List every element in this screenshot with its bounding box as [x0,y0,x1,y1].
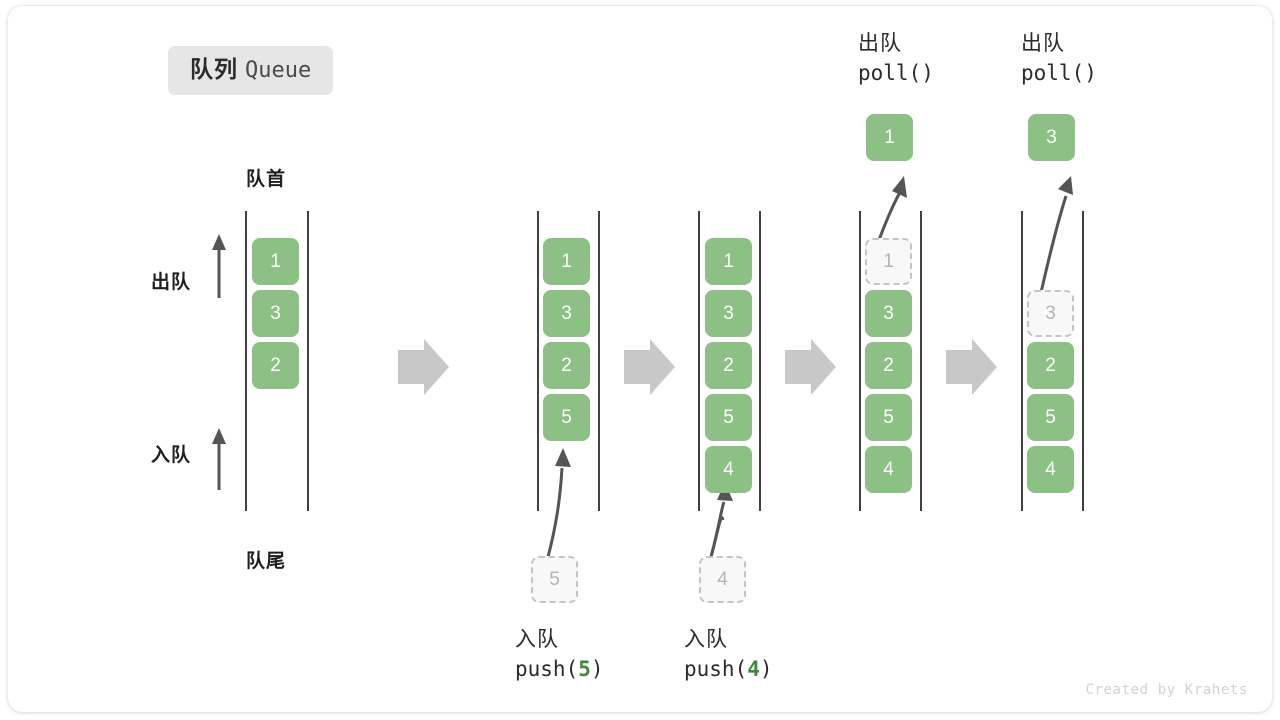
queue-item: 3 [705,290,752,337]
poll-3-arrow-head [1058,176,1073,195]
ghost-box: 4 [699,556,746,603]
rail-right [1082,211,1084,511]
caption-code: push(5) [515,655,604,684]
queue-item: 2 [543,342,590,389]
ghost-box: 3 [1027,290,1074,337]
queue-item: 2 [252,342,299,389]
queue-item: 4 [865,446,912,493]
dequeue-direction-arrow-head [212,234,226,250]
step-arrow-1 [398,339,449,395]
poll-1-arrow-head [892,176,907,198]
rear-label: 队尾 [246,551,287,572]
caption-cn: 出队 [1021,32,1065,55]
caption-code: poll() [1021,59,1097,88]
queue-item: 1 [705,238,752,285]
enqueue-label: 入队 [151,445,192,466]
queue-item: 1 [543,238,590,285]
queue-item: 1 [252,238,299,285]
caption-code-suffix: ) [921,60,934,85]
diagram-layer: 队列 Queue [8,6,1272,712]
queue-item: 5 [1027,394,1074,441]
caption-code-suffix: ) [1084,60,1097,85]
caption-code-suffix: ) [590,656,604,681]
caption-code-prefix: poll( [858,60,922,85]
caption-code: poll() [858,59,934,88]
caption-cn: 出队 [858,32,902,55]
push-4-arrow-curve-2 [709,501,726,558]
push-5-arrow-head [555,448,571,467]
queue-item: 2 [865,342,912,389]
rail-right [307,211,309,511]
caption-poll-1: 出队 poll() [858,30,934,88]
caption-code-prefix: push( [515,656,579,681]
queue-item: 5 [865,394,912,441]
caption-push-5: 入队 push(5) [515,626,604,684]
caption-code-arg: 4 [747,656,760,681]
enqueue-direction-arrow-head [212,428,226,444]
queue-item-new: 5 [543,394,590,441]
dequeue-label: 出队 [151,272,192,293]
caption-poll-3: 出队 poll() [1021,30,1097,88]
rail-left [698,211,700,511]
rail-right [920,211,922,511]
diagram-canvas: 队列 Queue [8,6,1272,712]
popped-item: 1 [866,114,913,161]
rail-right [598,211,600,511]
rail-left [537,211,539,511]
step-arrow-4 [946,339,997,395]
queue-item: 2 [705,342,752,389]
ghost-box: 1 [865,238,912,285]
push-5-arrow-curve [546,467,564,558]
step-arrow-3 [785,339,836,395]
queue-item: 3 [865,290,912,337]
queue-item: 3 [543,290,590,337]
caption-cn: 入队 [515,628,559,651]
queue-item: 5 [705,394,752,441]
rail-left [245,211,247,511]
caption-push-4: 入队 push(4) [684,626,773,684]
caption-code-prefix: push( [684,656,748,681]
popped-item: 3 [1028,114,1075,161]
diagram-title-badge: 队列 Queue [168,46,334,95]
diagram-title-cn: 队列 [190,56,238,82]
caption-code-arg: 5 [578,656,591,681]
caption-code-prefix: poll( [1021,60,1085,85]
caption-cn: 入队 [684,628,728,651]
step-arrow-2 [624,339,675,395]
diagram-title-en: Queue [245,58,312,83]
caption-code-suffix: ) [759,656,773,681]
queue-item: 4 [1027,446,1074,493]
queue-item-new: 4 [705,446,752,493]
queue-item: 3 [252,290,299,337]
rail-right [759,211,761,511]
watermark: Created by Krahets [1085,682,1248,698]
rail-left [859,211,861,511]
queue-item: 2 [1027,342,1074,389]
caption-code: push(4) [684,655,773,684]
rail-left [1021,211,1023,511]
ghost-box: 5 [531,556,578,603]
front-label: 队首 [246,169,287,190]
